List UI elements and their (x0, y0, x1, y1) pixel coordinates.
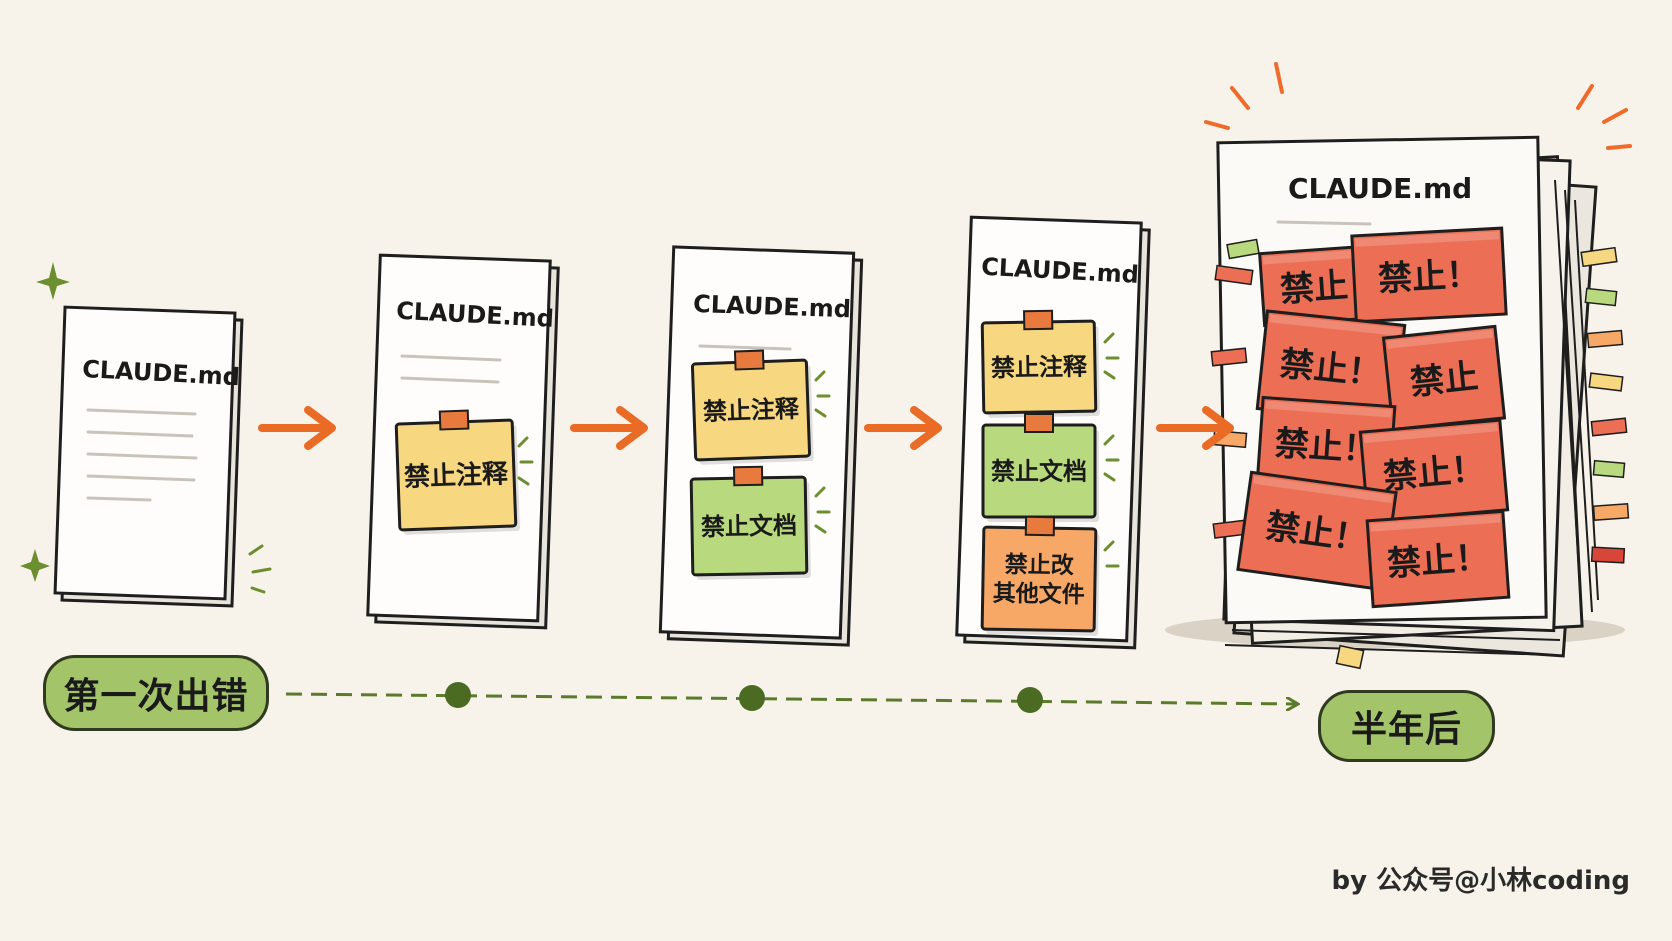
motion-marks (248, 544, 272, 594)
timeline-start-label: 第一次出错 (43, 655, 269, 731)
timeline-end-label: 半年后 (1318, 690, 1495, 762)
sticky-note: 禁止注释 (394, 409, 520, 535)
sticky-note: 禁止文档 (689, 465, 811, 580)
progress-arrow (864, 406, 942, 450)
progress-arrow (258, 406, 336, 450)
motion-marks (814, 370, 831, 534)
timeline-dot (445, 682, 471, 708)
tape (1023, 309, 1054, 331)
forbid-note-text: 禁止！ (1377, 254, 1481, 299)
doc-title: CLAUDE.md (1288, 172, 1472, 205)
tape (438, 409, 470, 431)
progress-arrow (1156, 406, 1234, 450)
text-lines (86, 408, 198, 502)
forbid-note-text: 禁止！ (1382, 449, 1487, 498)
sparkle-icon (20, 262, 70, 582)
tape (733, 349, 765, 371)
sticky-note: 禁止注释 (980, 309, 1100, 418)
forbid-note-text: 禁止！ (1386, 537, 1491, 584)
timeline-dot (739, 685, 765, 711)
forbid-note-text: 禁止 (1408, 357, 1480, 404)
claude-doc-stage-1: CLAUDE.md (53, 305, 244, 608)
motion-marks (1103, 332, 1120, 568)
sticky-note-text: 禁止文档 (991, 457, 1087, 485)
sticky-note-text: 禁止注释 (404, 458, 510, 493)
author-credit: by 公众号@小林coding (1331, 866, 1630, 896)
timeline (285, 682, 1296, 713)
sticky-note-text: 禁止改 (1005, 551, 1074, 579)
sticky-note-text: 禁止文档 (701, 512, 797, 542)
forbid-note: 禁止 (1381, 324, 1507, 432)
progress-arrows (258, 406, 1234, 450)
forbid-note: 禁止！ (1350, 226, 1508, 324)
stage-2-notes: 禁止注释 (394, 409, 520, 535)
progress-arrow (570, 406, 648, 450)
sticky-note-text: 禁止注释 (991, 353, 1088, 383)
motion-marks (517, 436, 534, 486)
tape (1024, 413, 1054, 433)
timeline-dot (1017, 687, 1043, 713)
sticky-note: 禁止注释 (690, 349, 814, 465)
sticky-note-text: 禁止注释 (703, 395, 801, 426)
sticky-note: 禁止文档 (981, 413, 1099, 522)
forbid-note: 禁止！ (1236, 470, 1398, 592)
forbid-note: 禁止！ (1365, 509, 1511, 609)
doc-title: CLAUDE.md (693, 290, 852, 323)
side-flags (1210, 238, 1630, 670)
tape (1024, 515, 1056, 537)
final-stage-notes: 禁止禁止！禁止！禁止禁止！禁止！禁止！禁止！ (1236, 226, 1511, 609)
forbid-note: 禁止！ (1358, 418, 1510, 524)
tape (732, 465, 764, 487)
sticky-note-text: 其他文件 (993, 580, 1085, 609)
forbid-note: 禁止！ (1255, 395, 1397, 495)
burst-lines (1204, 62, 1632, 150)
forbid-note-text: 禁止 (1279, 266, 1350, 311)
